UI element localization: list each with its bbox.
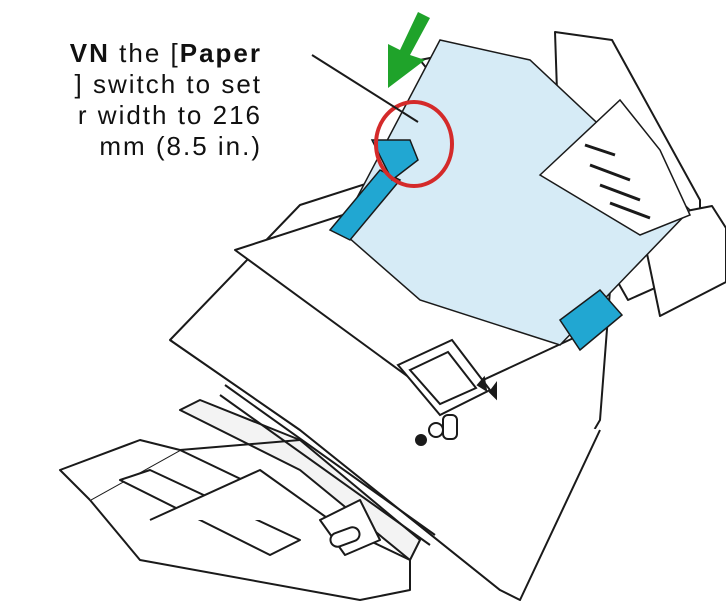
output-tray [59,439,411,601]
instruction-caption: VN the [Paper ] switch to set r width to… [0,38,262,218]
caption-line-1-text: the [ [109,38,180,68]
right-paper-guide [558,288,624,352]
control-panel [396,338,497,417]
callout-line [311,54,419,123]
scanner-buttons [415,414,458,446]
caption-line-3: r width to 216 [77,100,262,130]
paper-sheet [339,39,692,346]
caption-line-4: mm (8.5 in.) [99,131,262,161]
red-highlight-circle-icon [374,100,454,188]
caption-line-1-bold: VN [69,38,110,68]
green-down-left-arrow-icon [388,12,430,88]
caption-line-1-bold2: Paper [179,38,262,68]
caption-line-2: ] switch to set [74,69,262,99]
left-paper-guide [328,139,419,241]
caption-line-1: VN the [Paper [0,38,262,69]
